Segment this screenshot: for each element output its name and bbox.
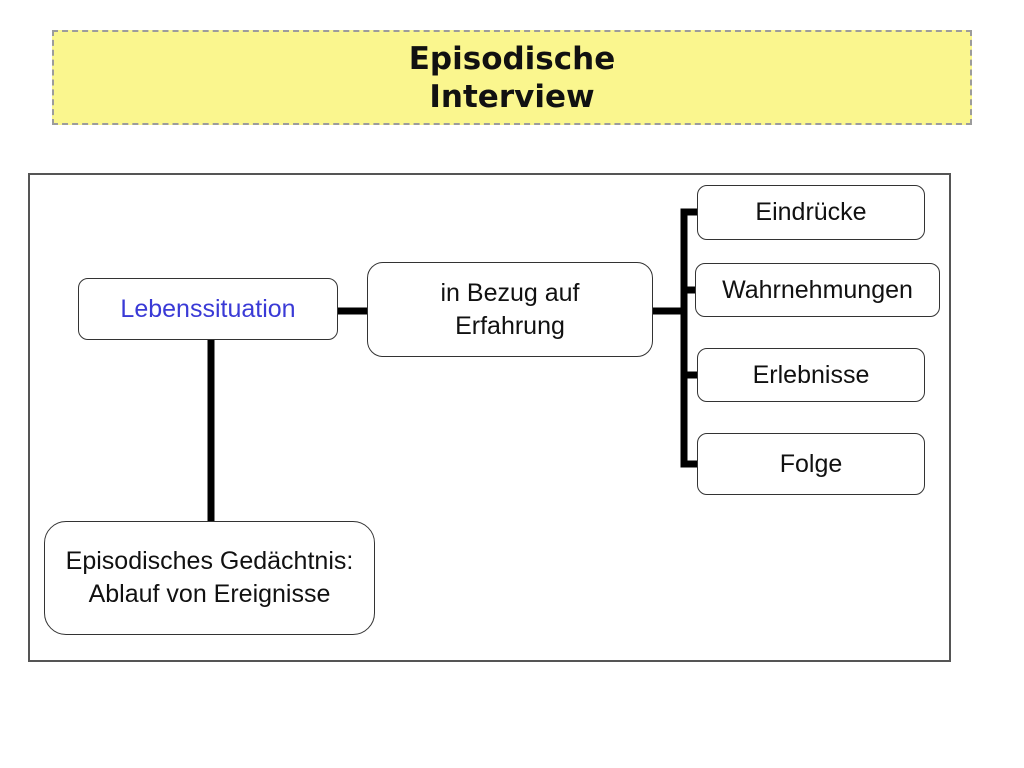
node-wahrnehmungen-label: Wahrnehmungen — [722, 275, 913, 304]
node-in-bezug-label: in Bezug auf Erfahrung — [440, 278, 580, 340]
node-episodisches-label: Episodisches Gedächtnis: Ablauf von Erei… — [65, 547, 354, 608]
node-erlebnisse: Erlebnisse — [697, 348, 925, 402]
node-episodisches-gedaechtnis: Episodisches Gedächtnis: Ablauf von Erei… — [44, 521, 375, 635]
node-erlebnisse-label: Erlebnisse — [752, 360, 870, 389]
node-in-bezug-auf-erfahrung: in Bezug auf Erfahrung — [367, 262, 653, 357]
node-folge-label: Folge — [779, 449, 843, 478]
node-folge: Folge — [697, 433, 925, 495]
node-eindruecke-label: Eindrücke — [755, 198, 867, 226]
title-line-1: Episodische — [408, 40, 616, 77]
node-wahrnehmungen: Wahrnehmungen — [695, 263, 940, 317]
node-lebenssituation-label: Lebenssituation — [120, 294, 296, 323]
node-lebenssituation: Lebenssituation — [78, 278, 338, 340]
node-eindruecke: Eindrücke — [697, 185, 925, 240]
title-line-2: Interview — [429, 78, 595, 115]
title-banner: Episodische Interview — [52, 30, 972, 125]
